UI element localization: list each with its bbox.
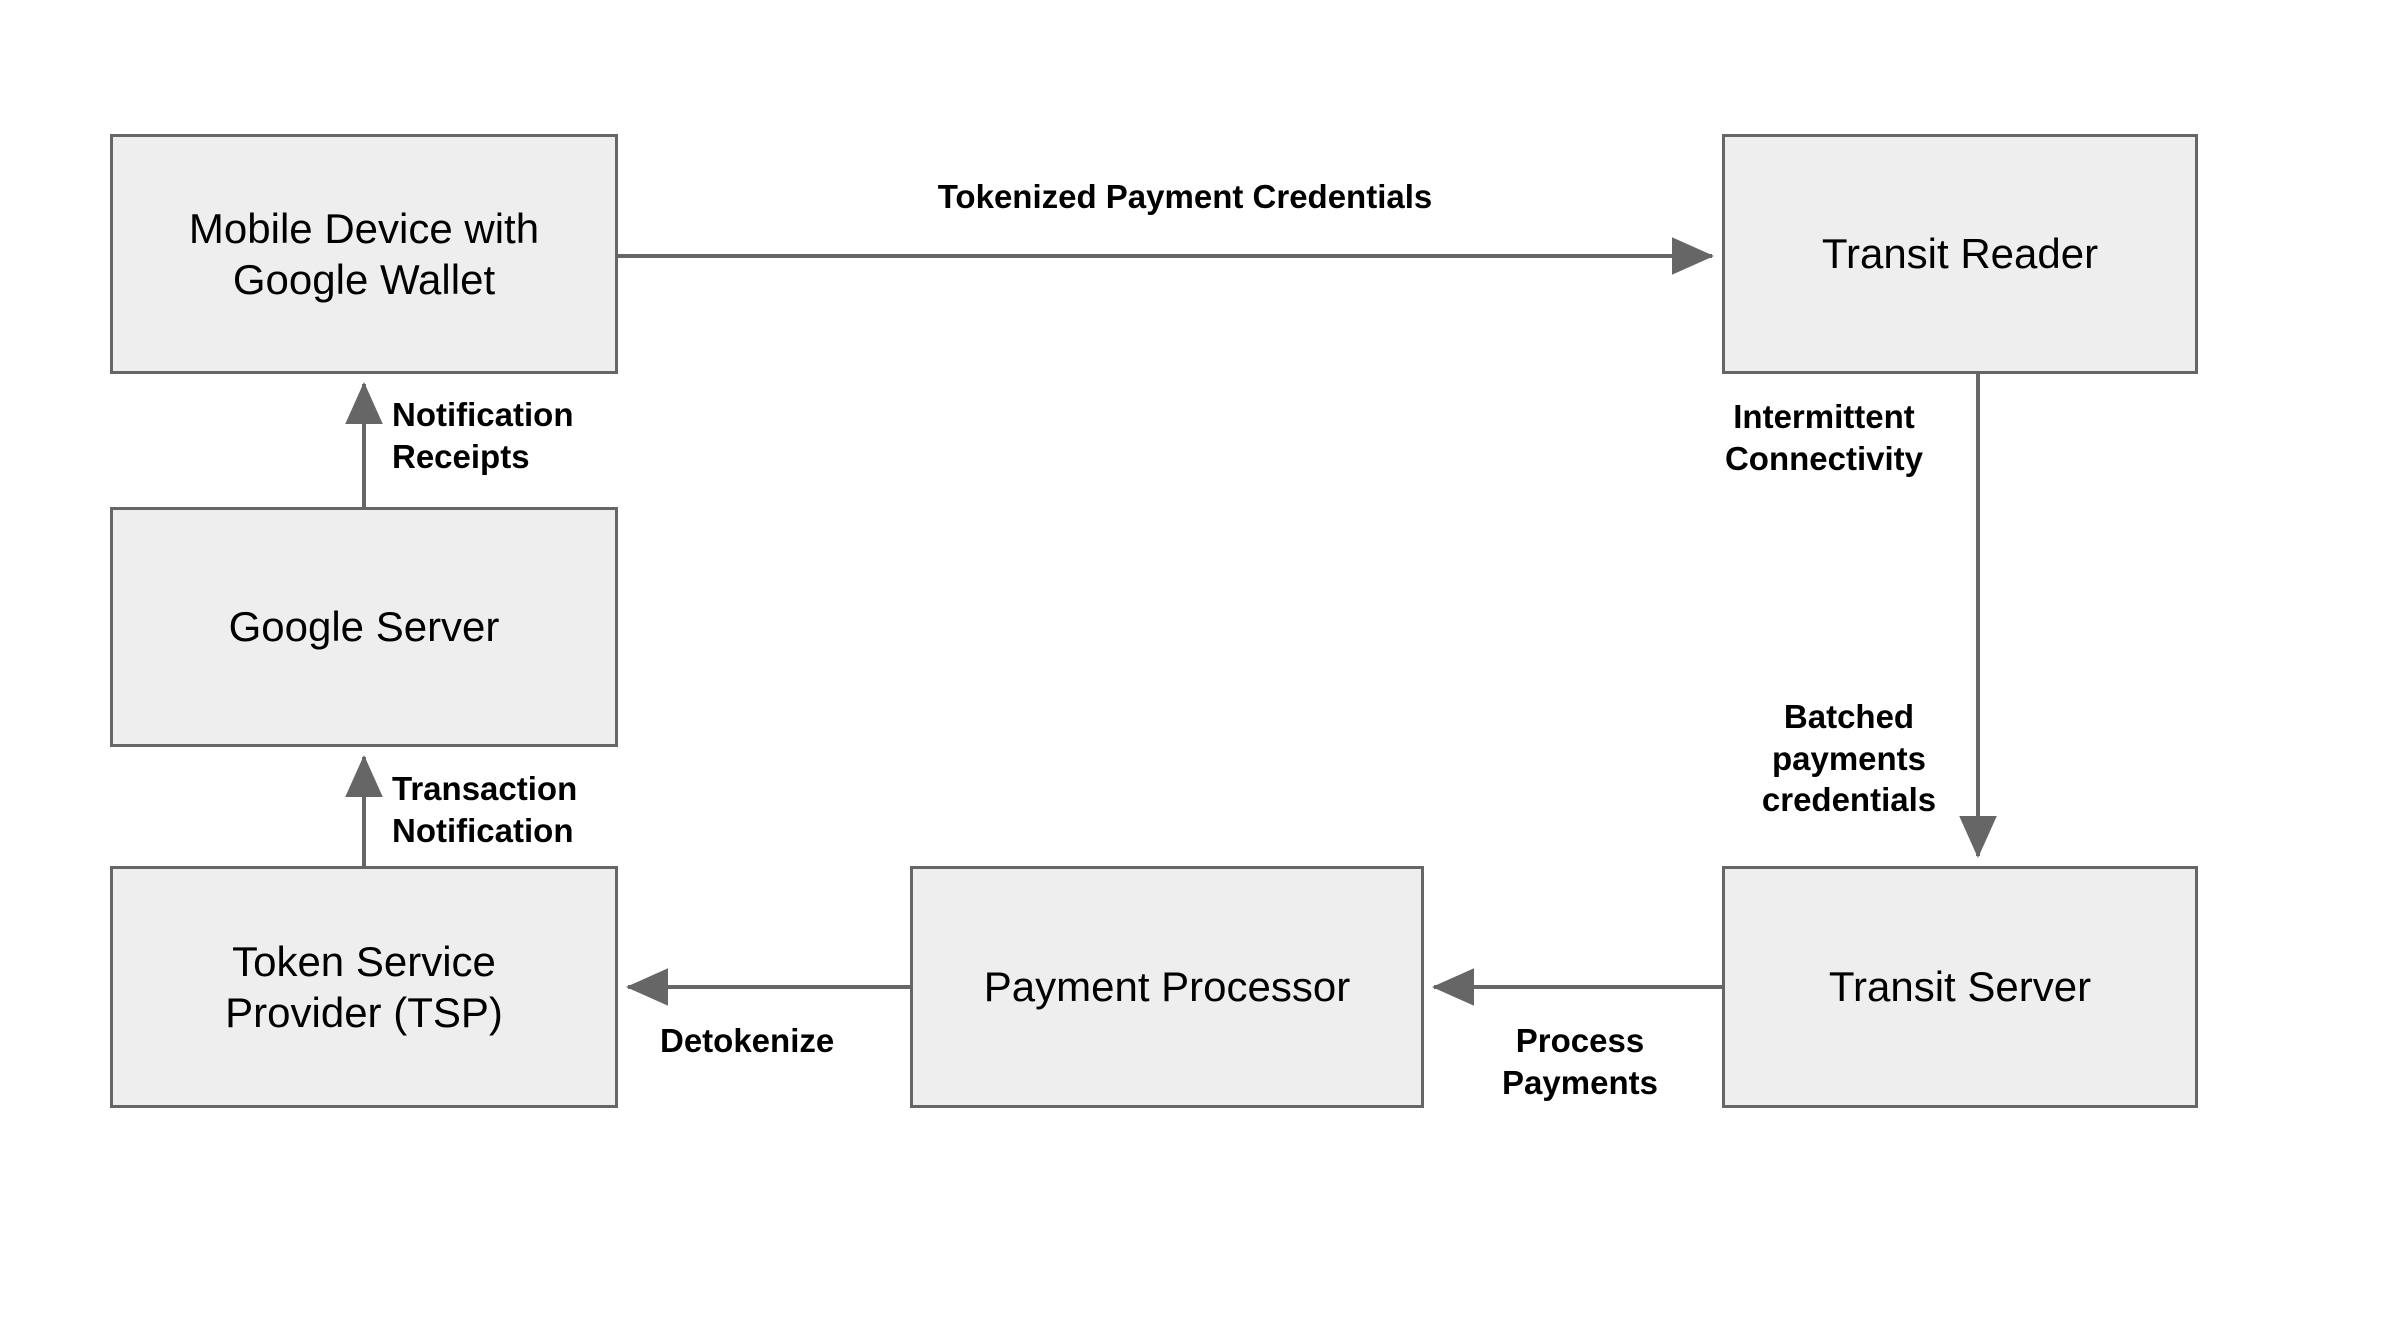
edge-label-process-payments: Process Payments bbox=[1502, 1022, 1658, 1101]
edge-label-detokenize: Detokenize bbox=[660, 1022, 835, 1059]
node-transit-server[interactable]: Transit Server bbox=[1722, 866, 2198, 1108]
node-google-server[interactable]: Google Server bbox=[110, 507, 618, 747]
node-mobile-device[interactable]: Mobile Device with Google Wallet bbox=[110, 134, 618, 374]
edge-label-transaction-notification: Transaction Notification bbox=[392, 770, 578, 849]
node-token-service-provider[interactable]: Token Service Provider (TSP) bbox=[110, 866, 618, 1108]
node-payment-processor[interactable]: Payment Processor bbox=[910, 866, 1424, 1108]
node-transit-reader[interactable]: Transit Reader bbox=[1722, 134, 2198, 374]
edge-label-intermittent-connectivity: Intermittent Connectivity bbox=[1724, 398, 1924, 477]
edge-label-notification-receipts: Notification Receipts bbox=[392, 396, 574, 475]
edge-label-tokenized-payment-credentials: Tokenized Payment Credentials bbox=[937, 178, 1433, 215]
edge-label-batched-payments-credentials: Batched payments credentials bbox=[1761, 698, 1937, 819]
